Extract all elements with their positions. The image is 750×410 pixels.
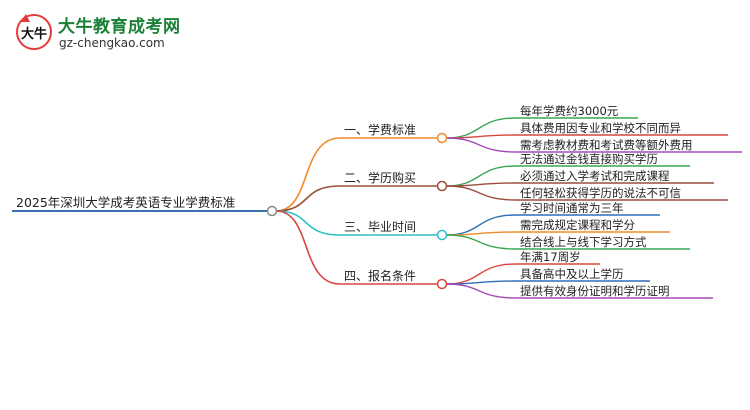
leaf-label: 提供有效身份证明和学历证明	[520, 284, 670, 298]
branch-connector	[275, 185, 341, 212]
logo-url: gz-chengkao.com	[59, 36, 165, 50]
mind-map-edges	[12, 117, 742, 299]
leaf-label: 每年学费约3000元	[520, 104, 619, 118]
niu-mascot-icon: 大牛	[16, 14, 52, 50]
leaf-label: 具体费用因专业和学校不同而异	[520, 121, 681, 135]
branch-node-dot	[436, 180, 448, 192]
leaf-connector	[445, 134, 517, 139]
leaf-label: 具备高中及以上学历	[520, 267, 624, 281]
branch-node-dot	[436, 132, 448, 144]
branch-label: 一、学费标准	[344, 122, 416, 137]
svg-text:大牛: 大牛	[21, 26, 47, 42]
leaf-label: 需完成规定课程和学分	[520, 218, 635, 232]
leaf-connector	[445, 231, 517, 236]
branch-connector	[275, 137, 341, 212]
root-label: 2025年深圳大学成考英语专业学费标准	[16, 195, 235, 210]
leaf-connector	[445, 185, 517, 201]
branch-label: 三、毕业时间	[344, 220, 416, 234]
site-logo[interactable]: 大牛 大牛教育成考网 gz-chengkao.com	[14, 10, 204, 56]
leaf-label: 必须通过入学考试和完成课程	[520, 169, 670, 183]
leaf-label: 任何轻松获得学历的说法不可信	[520, 186, 681, 200]
mind-map-nodes: 2025年深圳大学成考英语专业学费标准 一、学费标准 每年学费约3000元具体费用因…	[16, 104, 693, 298]
root-node-dot	[266, 205, 278, 217]
branch-connector	[275, 210, 341, 236]
branch-node-dot	[436, 278, 448, 290]
leaf-label: 年满17周岁	[520, 250, 581, 264]
leaf-connector	[445, 280, 517, 285]
leaf-connector	[445, 234, 517, 250]
leaf-label: 结合线上与线下学习方式	[520, 235, 647, 249]
leaf-label: 需考虑教材费和考试费等额外费用	[520, 138, 693, 152]
logo-title: 大牛教育成考网	[58, 17, 181, 37]
branch-label: 二、学历购买	[344, 170, 416, 185]
branch-label: 四、报名条件	[344, 268, 416, 283]
leaf-label: 学习时间通常为三年	[520, 201, 624, 215]
leaf-connector	[445, 283, 517, 299]
leaf-connector	[445, 182, 517, 187]
leaf-label: 无法通过金钱直接购买学历	[520, 152, 658, 166]
branch-node-dot	[436, 229, 448, 241]
branch-connector	[275, 210, 341, 285]
leaf-connector	[445, 137, 517, 153]
